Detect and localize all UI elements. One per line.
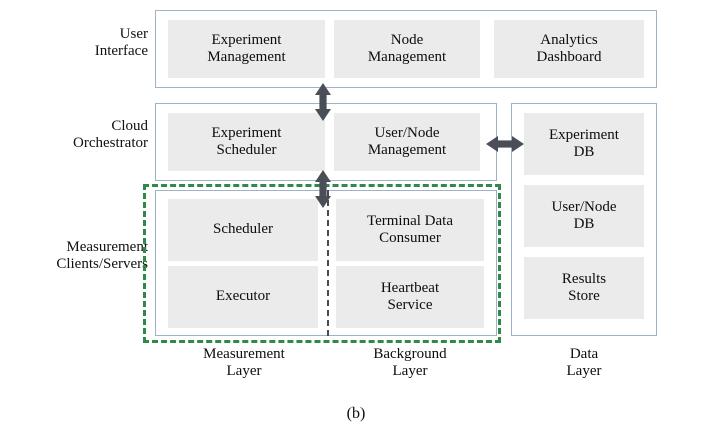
- cell-node-management[interactable]: Node Management: [334, 20, 480, 78]
- orchestrator-to-clients-arrow: [315, 170, 331, 208]
- ui-to-orchestrator-arrow: [315, 83, 331, 121]
- row-label-cloud-orchestrator: Cloud Orchestrator: [73, 118, 148, 152]
- cell-scheduler[interactable]: Scheduler: [168, 199, 318, 261]
- cell-executor[interactable]: Executor: [168, 266, 318, 328]
- cell-terminal-data-consumer[interactable]: Terminal Data Consumer: [336, 199, 484, 261]
- cell-experiment-scheduler[interactable]: Experiment Scheduler: [168, 113, 325, 171]
- cell-heartbeat-service[interactable]: Heartbeat Service: [336, 266, 484, 328]
- row-label-user-interface: User Interface: [94, 26, 148, 60]
- row-label-measurement-clients-servers: Measurement Clients/Servers: [56, 239, 148, 273]
- cell-user-node-management[interactable]: User/Node Management: [334, 113, 480, 171]
- cell-experiment-db[interactable]: Experiment DB: [524, 113, 644, 175]
- layer-label-background: Background Layer: [373, 346, 447, 380]
- layer-label-data: Data Layer: [566, 346, 602, 380]
- layer-label-measurement: Measurement Layer: [203, 346, 285, 380]
- cell-results-store[interactable]: Results Store: [524, 257, 644, 319]
- cell-experiment-management[interactable]: Experiment Management: [168, 20, 325, 78]
- cell-user-node-db[interactable]: User/Node DB: [524, 185, 644, 247]
- measurement-background-divider: [327, 190, 329, 336]
- figure-caption: (b): [346, 405, 366, 422]
- orchestrator-to-data-arrow: [486, 136, 524, 152]
- cell-analytics-dashboard[interactable]: Analytics Dashboard: [494, 20, 644, 78]
